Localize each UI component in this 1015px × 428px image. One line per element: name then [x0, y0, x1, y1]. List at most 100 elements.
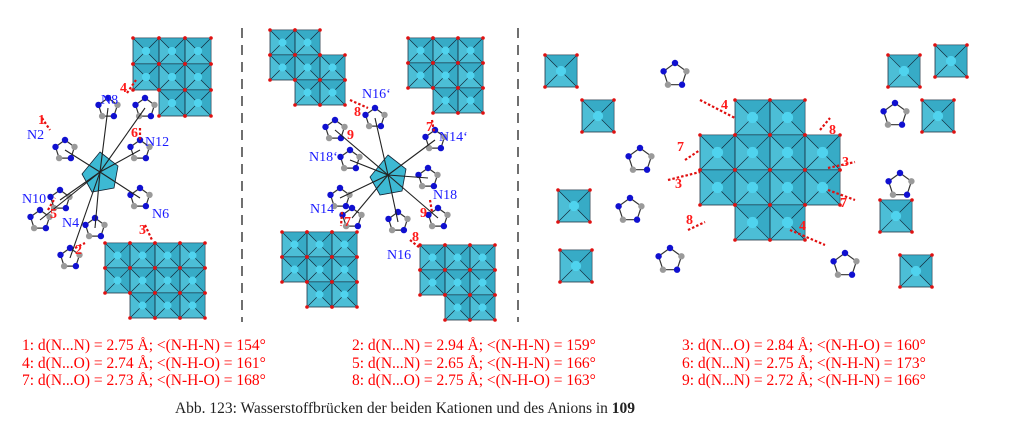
oxygen-atom — [305, 230, 309, 234]
hbond-label: 8 — [354, 105, 361, 120]
carbon-atom — [428, 222, 436, 230]
oxygen-atom — [431, 111, 435, 115]
nitrogen-atom — [430, 182, 438, 190]
legend-entry-8: 8: d(N...O) = 2.75 Å; <(N-H-O) = 163° — [352, 372, 596, 389]
nitrogen-atom — [147, 112, 155, 120]
atom-label: N16‘ — [362, 87, 391, 102]
nitrogen-atom — [880, 108, 887, 115]
oxygen-atom — [355, 305, 359, 309]
metal-atom — [315, 290, 324, 299]
oxygen-atom — [318, 53, 322, 57]
oxygen-atom — [431, 86, 435, 90]
carbon-atom — [60, 262, 68, 270]
hydrogen-bond — [430, 119, 436, 133]
metal-atom — [113, 276, 122, 285]
oxygen-atom — [183, 62, 187, 66]
bond — [99, 107, 146, 173]
nitrogen-atom — [626, 194, 634, 202]
oxygen-atom — [128, 266, 132, 270]
oxygen-atom — [698, 133, 702, 137]
carbon-atom — [425, 144, 433, 152]
oxygen-atom — [768, 203, 772, 207]
oxygen-atom — [103, 291, 107, 295]
metal-atom — [898, 65, 910, 77]
nitrogen-atom — [67, 154, 75, 162]
metal-atom — [441, 46, 450, 55]
bond — [387, 139, 436, 176]
metal-atom — [138, 301, 147, 310]
oxygen-atom — [838, 133, 842, 137]
oxygen-atom — [493, 243, 497, 247]
metal-atom — [193, 72, 203, 82]
carbon-atom — [85, 232, 93, 240]
metal-atom — [163, 276, 172, 285]
oxygen-atom — [580, 130, 584, 134]
oxygen-atom — [343, 78, 347, 82]
hbond-label: 4 — [721, 98, 728, 113]
oxygen-atom — [128, 291, 132, 295]
oxygen-atom — [733, 168, 737, 172]
oxygen-atom — [280, 255, 284, 259]
carbon-atom — [330, 202, 338, 210]
nitrogen-atom — [385, 215, 392, 223]
hbond-label: 8 — [829, 123, 836, 138]
hbond-label: 5 — [50, 207, 57, 222]
legend-entry-9: 9: d(N...N) = 2.72 Å; <(N-H-N) = 166° — [682, 372, 926, 389]
hydrogen-bond — [349, 98, 369, 110]
oxygen-atom — [543, 53, 547, 57]
metal-atom — [555, 65, 567, 77]
oxygen-atom — [493, 268, 497, 272]
carbon-atom — [71, 143, 78, 151]
bond — [99, 107, 109, 173]
carbon-atom — [388, 226, 396, 234]
oxygen-atom — [318, 78, 322, 82]
nitrogen-atom — [841, 249, 849, 257]
oxygen-atom — [406, 36, 410, 40]
hydrogen-bond — [687, 221, 706, 231]
oxygen-atom — [183, 88, 187, 92]
oxygen-atom — [153, 291, 157, 295]
carbon-atom — [146, 143, 153, 151]
oxygen-atom — [183, 36, 187, 40]
oxygen-atom — [153, 316, 157, 320]
metal-atom — [441, 96, 450, 105]
nitrogen-atom — [136, 136, 144, 144]
carbon-atom — [30, 224, 38, 232]
carbon-atom — [151, 101, 158, 109]
metal-atom — [315, 265, 324, 274]
oxygen-atom — [481, 36, 485, 40]
metal-atom — [416, 71, 425, 80]
carbon-atom — [358, 211, 365, 219]
metal-atom — [466, 71, 475, 80]
oxygen-atom — [343, 103, 347, 107]
carbon-atom — [638, 203, 645, 210]
metal-atom — [570, 260, 582, 272]
carbon-atom — [853, 258, 860, 265]
hbond-label: 3 — [842, 155, 849, 170]
bond — [374, 117, 389, 176]
oxygen-atom — [178, 316, 182, 320]
nitrogen-atom — [898, 121, 906, 128]
oxygen-atom — [355, 280, 359, 284]
oxygen-atom — [293, 103, 297, 107]
oxygen-atom — [293, 28, 297, 32]
hbond-label: 4 — [120, 81, 127, 96]
bond — [94, 171, 101, 229]
oxygen-atom — [920, 98, 924, 102]
imidazole-ring — [657, 247, 683, 271]
metal-atom — [453, 253, 462, 262]
oxygen-atom — [203, 316, 207, 320]
nitrogen-atom — [61, 136, 69, 144]
oxygen-atom — [157, 88, 161, 92]
imidazole-ring — [882, 102, 908, 126]
atom-label: N8 — [101, 93, 119, 108]
oxygen-atom — [305, 255, 309, 259]
oxygen-atom — [803, 168, 807, 172]
oxygen-atom — [898, 285, 902, 289]
carbon-atom — [76, 251, 83, 259]
metal-atom — [416, 46, 425, 55]
metal-atom — [746, 146, 759, 159]
metal-atom — [816, 181, 829, 194]
oxygen-atom — [493, 293, 497, 297]
legend-entry-6: 6: d(N...N) = 2.75 Å; <(N-H-N) = 173° — [682, 354, 926, 372]
